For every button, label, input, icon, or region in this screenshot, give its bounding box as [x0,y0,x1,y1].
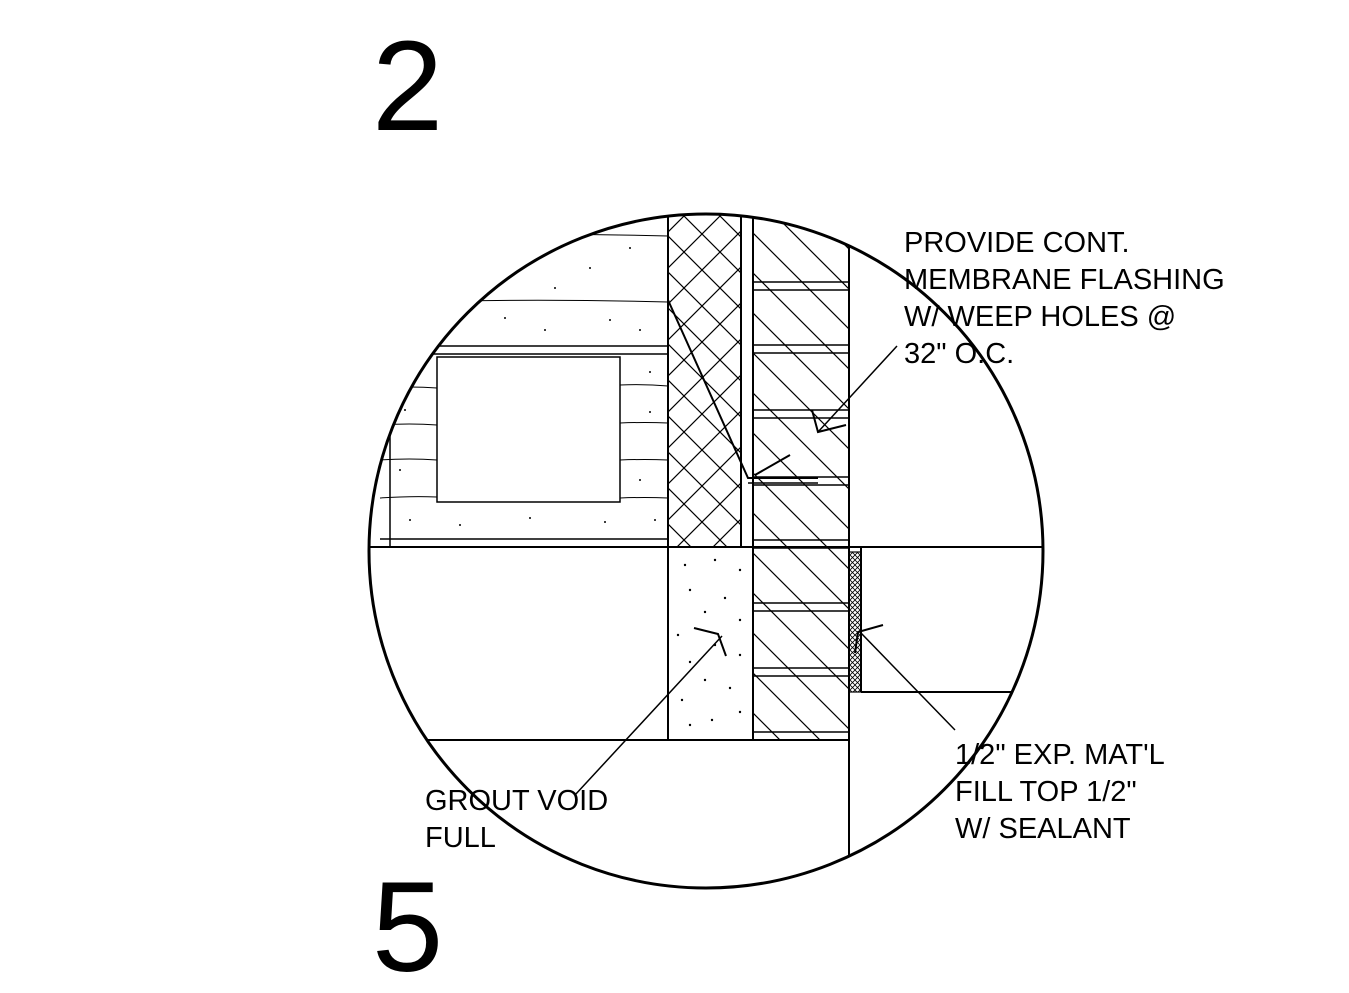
note-grout: GROUT VOID FULL [425,785,608,854]
note-expansion-material: 1/2" EXP. MAT'L FILL TOP 1/2" W/ SEALANT [955,739,1165,845]
note-flashing-line-2: MEMBRANE FLASHING [904,264,1225,296]
expansion-material [848,551,862,693]
note-flashing-line-3: W/ WEEP HOLES @ [904,301,1176,333]
detail-number-top: 2 [372,15,443,158]
rigid-insulation [667,214,742,548]
membrane-flashing [667,299,818,479]
detail-circle [367,212,1045,890]
note-grout-line-1: GROUT VOID [425,785,608,817]
note-flashing-line-1: PROVIDE CONT. [904,227,1130,259]
note-expansion-line-2: FILL TOP 1/2" [955,776,1137,808]
note-expansion-line-3: W/ SEALANT [955,813,1131,845]
note-membrane-flashing: PROVIDE CONT. MEMBRANE FLASHING W/ WEEP … [904,227,1225,370]
brick-veneer [753,214,850,880]
cmu-block-wall [379,214,669,547]
leader-lines [574,345,956,796]
note-grout-line-2: FULL [425,822,496,854]
note-flashing-line-4: 32" O.C. [904,338,1014,370]
grout-fill [667,546,754,741]
note-expansion-line-1: 1/2" EXP. MAT'L [955,739,1165,771]
detail-number-bottom: 5 [372,856,443,993]
